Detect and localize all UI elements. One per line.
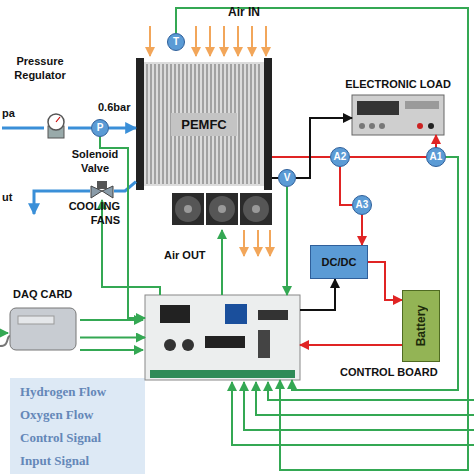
connector xyxy=(296,118,352,178)
node-label: T xyxy=(173,37,179,47)
pressure-regulator: Pressure Regulator xyxy=(44,114,68,140)
node-label: A1 xyxy=(430,152,443,162)
node-heading: DAQ CARD xyxy=(13,287,103,301)
pressure-sensor: P xyxy=(91,119,109,137)
connector xyxy=(80,337,145,339)
fuel-cell-stack-box: PEMFC xyxy=(136,60,272,188)
text-label: Air OUT xyxy=(164,248,206,262)
solenoid-valve-symbol xyxy=(91,181,113,198)
node-label: A2 xyxy=(334,152,347,162)
daq-card-device xyxy=(0,308,76,350)
legend-text: Oxygen Flow xyxy=(20,407,93,422)
battery-box: Battery xyxy=(402,290,440,362)
electronic-load: ELECTRONIC LOAD xyxy=(352,95,444,135)
connector xyxy=(286,187,288,295)
control-board-pcb xyxy=(145,295,300,380)
legend-entry: Oxygen Flow xyxy=(20,407,93,423)
text-label: ut xyxy=(2,190,12,204)
node-heading: Solenoid Valve xyxy=(60,147,130,175)
connector xyxy=(272,156,330,158)
air-in-arrows xyxy=(150,26,266,56)
text-label: Air IN xyxy=(228,5,260,19)
ammeter: A3 xyxy=(352,195,372,215)
legend-panel xyxy=(10,378,145,474)
connector xyxy=(176,8,468,470)
connector xyxy=(368,262,402,300)
node-label: PEMFC xyxy=(171,113,237,136)
node-label: DC/DC xyxy=(322,256,357,268)
node-label: P xyxy=(97,123,104,133)
connector xyxy=(350,156,426,158)
node-label: V xyxy=(284,173,291,183)
daq-card: DAQ CARD xyxy=(5,305,80,355)
node-heading: CONTROL BOARD xyxy=(340,365,470,379)
text-label: COOLING FANS xyxy=(58,199,120,227)
air-out-arrows xyxy=(244,230,270,256)
connector xyxy=(361,215,363,245)
fuel-cell-stack xyxy=(136,58,272,190)
legend-entry: Control Signal xyxy=(20,430,101,446)
hydrogen-inlet-pipe xyxy=(2,127,44,130)
node-label: A3 xyxy=(356,200,369,210)
converter-box: DC/DC xyxy=(310,245,368,279)
pressure-regulator-symbol xyxy=(48,114,64,138)
connector xyxy=(68,127,91,130)
text-label: 0.6bar xyxy=(98,100,130,114)
connector xyxy=(300,279,335,310)
signal-wires xyxy=(80,230,474,445)
node-label: Battery xyxy=(414,305,428,346)
temperature-sensor: T xyxy=(167,33,185,51)
control-board: CONTROL BOARD xyxy=(145,295,300,380)
legend-text: Input Signal xyxy=(20,453,89,468)
legend-text: Control Signal xyxy=(20,430,101,445)
solenoid-valve: Solenoid Valve xyxy=(90,181,114,200)
connector xyxy=(340,167,352,205)
legend-entry: Hydrogen Flow xyxy=(20,384,106,400)
text-label: pa xyxy=(2,106,15,120)
voltmeter: V xyxy=(278,169,296,187)
legend-text: Hydrogen Flow xyxy=(20,384,106,399)
connector xyxy=(109,127,136,130)
connector xyxy=(300,344,402,346)
cooling-fans xyxy=(172,193,272,225)
ammeter: A1 xyxy=(426,147,446,167)
node-heading: Pressure Regulator xyxy=(0,54,80,82)
electronic-load-device xyxy=(352,95,444,135)
legend-entry: Input Signal xyxy=(20,453,89,469)
connector xyxy=(292,157,458,390)
node-heading: ELECTRONIC LOAD xyxy=(340,77,456,91)
connector xyxy=(114,182,136,191)
ammeter: A2 xyxy=(330,147,350,167)
